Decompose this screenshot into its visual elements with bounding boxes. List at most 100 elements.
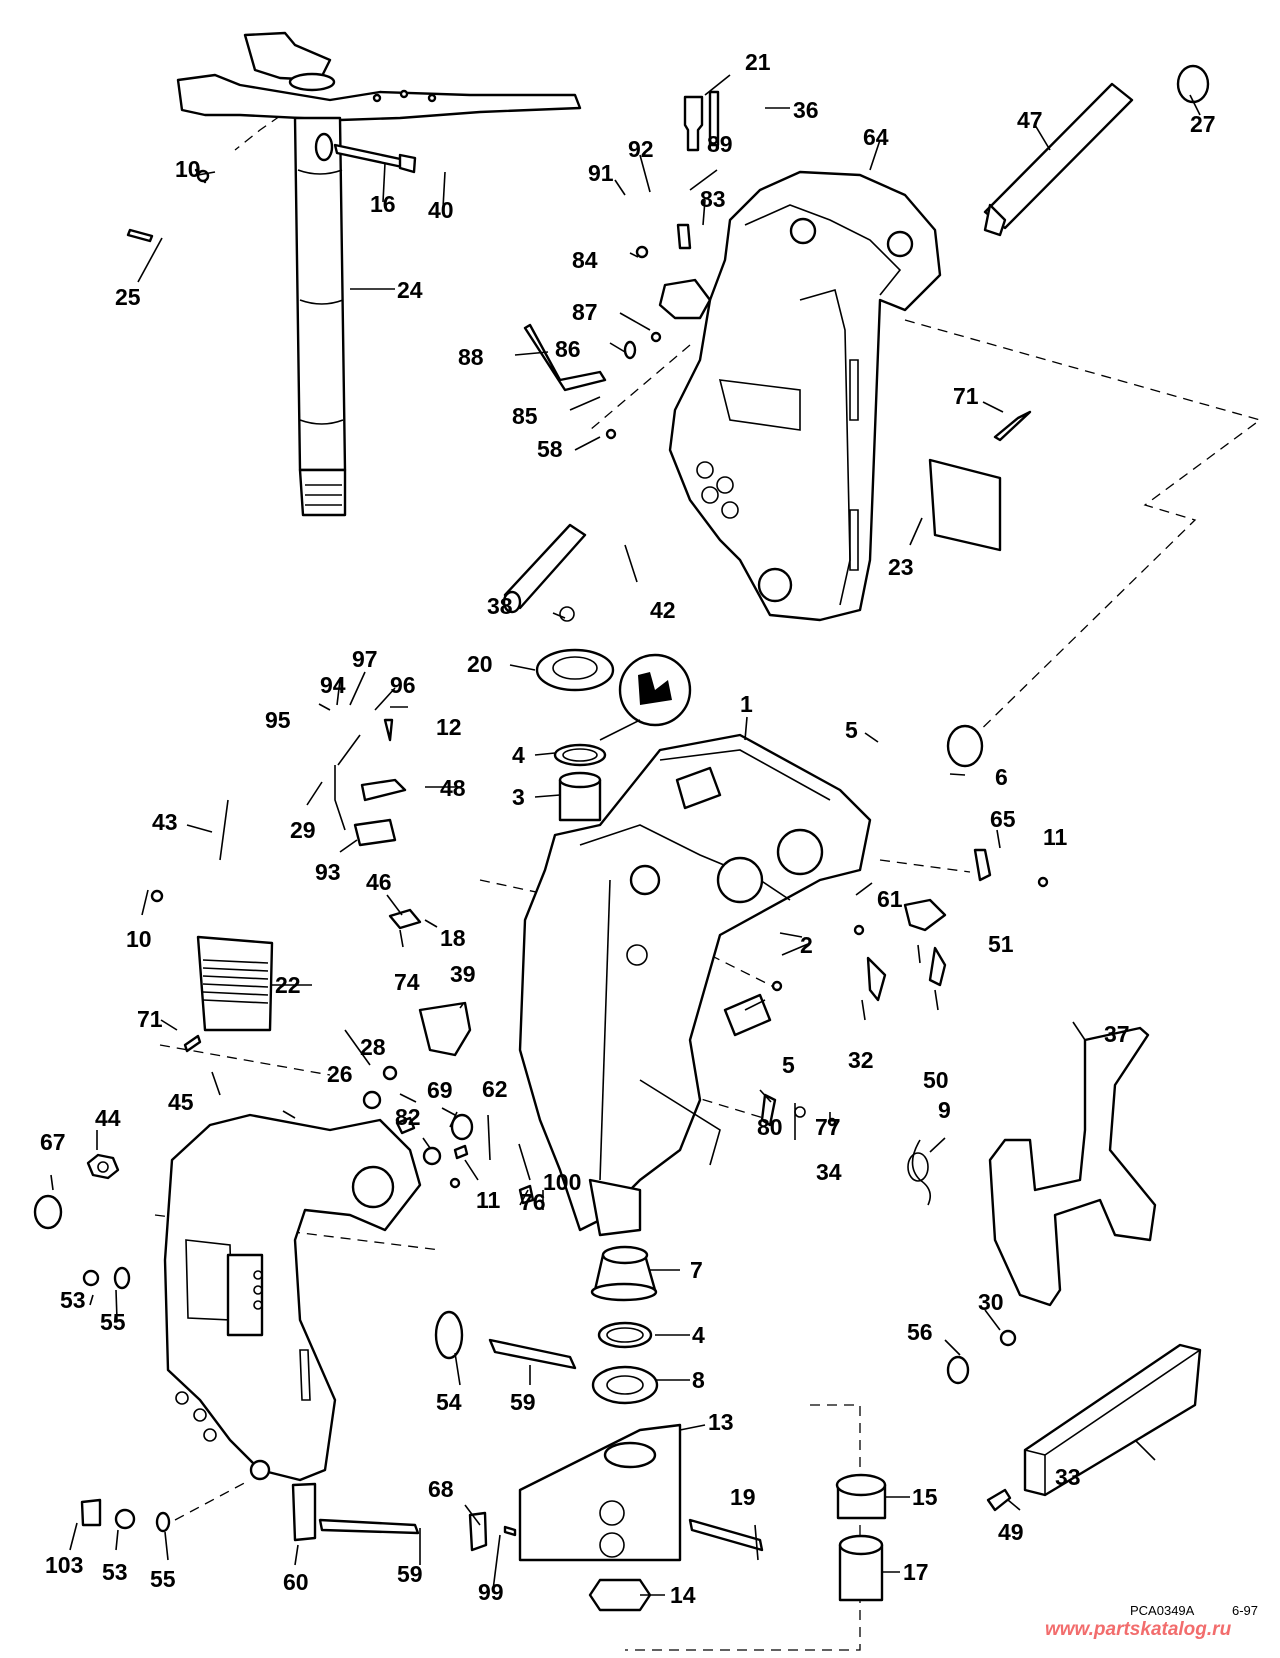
callout-89: 89 bbox=[707, 131, 733, 157]
rubber-mounts bbox=[835, 1473, 887, 1602]
callout-labels: 21 36 64 47 27 92 89 91 83 84 87 86 88 8… bbox=[40, 49, 1216, 1608]
callout-53-top: 53 bbox=[60, 1287, 86, 1313]
callout-4-lower: 4 bbox=[692, 1322, 705, 1348]
callout-37: 37 bbox=[1104, 1021, 1130, 1047]
watermark-link[interactable]: www.partskatalog.ru bbox=[1045, 1619, 1232, 1640]
callout-74: 74 bbox=[394, 969, 420, 995]
callout-25: 25 bbox=[115, 284, 141, 310]
callout-10-top: 10 bbox=[175, 156, 201, 182]
callout-30: 30 bbox=[978, 1289, 1004, 1315]
callout-87: 87 bbox=[572, 299, 598, 325]
callout-67: 67 bbox=[40, 1129, 66, 1155]
anode-group bbox=[986, 1343, 1202, 1512]
callout-43: 43 bbox=[152, 809, 178, 835]
callout-103: 103 bbox=[45, 1552, 83, 1578]
callout-64: 64 bbox=[863, 124, 889, 150]
callout-84: 84 bbox=[572, 247, 598, 273]
callout-53-lower: 53 bbox=[102, 1559, 128, 1585]
callout-40: 40 bbox=[428, 197, 454, 223]
trim-sender-group bbox=[523, 223, 712, 440]
callout-8: 8 bbox=[692, 1367, 705, 1393]
callout-55-top: 55 bbox=[100, 1309, 126, 1335]
callout-6: 6 bbox=[995, 764, 1008, 790]
swivel-hardware-right bbox=[675, 724, 1049, 1127]
callout-47: 47 bbox=[1017, 107, 1043, 133]
callout-5-top: 5 bbox=[845, 717, 858, 743]
callout-33: 33 bbox=[1055, 1464, 1081, 1490]
callout-77: 77 bbox=[815, 1114, 841, 1140]
callout-88: 88 bbox=[458, 344, 484, 370]
callout-48: 48 bbox=[440, 775, 466, 801]
callout-83: 83 bbox=[700, 186, 726, 212]
callout-1: 1 bbox=[740, 691, 753, 717]
callout-24: 24 bbox=[397, 277, 423, 303]
upper-left-hardware bbox=[126, 132, 417, 243]
callout-2: 2 bbox=[800, 932, 813, 958]
callout-11-right: 11 bbox=[1043, 824, 1068, 850]
stern-bracket-right bbox=[668, 170, 942, 622]
callout-32: 32 bbox=[848, 1047, 874, 1073]
leader-lines bbox=[50, 74, 1201, 1596]
callout-69: 69 bbox=[427, 1077, 453, 1103]
callout-13: 13 bbox=[708, 1409, 734, 1435]
callout-80: 80 bbox=[757, 1114, 783, 1140]
callout-99: 99 bbox=[478, 1579, 504, 1605]
callout-97: 97 bbox=[352, 646, 378, 672]
upper-bushings bbox=[535, 648, 692, 822]
callout-17: 17 bbox=[903, 1559, 929, 1585]
callout-18: 18 bbox=[440, 925, 466, 951]
callout-92: 92 bbox=[628, 136, 654, 162]
callout-9: 9 bbox=[938, 1097, 951, 1123]
callout-55-lower: 55 bbox=[150, 1566, 176, 1592]
footer: PCA0349A 6-97 www.partskatalog.ru bbox=[1045, 1603, 1258, 1640]
date-code: 6-97 bbox=[1232, 1603, 1258, 1618]
callout-21: 21 bbox=[745, 49, 771, 75]
callout-65: 65 bbox=[990, 806, 1016, 832]
callout-28: 28 bbox=[360, 1034, 386, 1060]
callout-12: 12 bbox=[436, 714, 462, 740]
callout-96: 96 bbox=[390, 672, 416, 698]
callout-68: 68 bbox=[428, 1476, 454, 1502]
callout-11-lower: 11 bbox=[476, 1187, 501, 1213]
steering-shaft-assembly bbox=[176, 31, 582, 517]
callout-91: 91 bbox=[588, 160, 614, 186]
callout-59-top: 59 bbox=[510, 1389, 536, 1415]
cover-and-lever bbox=[183, 908, 472, 1057]
callout-100: 100 bbox=[543, 1169, 581, 1195]
callout-19: 19 bbox=[730, 1484, 756, 1510]
callout-59-lower: 59 bbox=[397, 1561, 423, 1587]
callout-34: 34 bbox=[816, 1159, 842, 1185]
callout-49: 49 bbox=[998, 1519, 1024, 1545]
lower-center-hardware bbox=[291, 1310, 577, 1552]
callout-39: 39 bbox=[450, 961, 476, 987]
lower-mount-group bbox=[518, 1245, 764, 1612]
callout-58: 58 bbox=[537, 436, 563, 462]
callout-61: 61 bbox=[877, 886, 903, 912]
callout-71-top: 71 bbox=[953, 383, 979, 409]
callout-50: 50 bbox=[923, 1067, 949, 1093]
callout-5-lower: 5 bbox=[782, 1052, 795, 1078]
callout-23: 23 bbox=[888, 554, 914, 580]
callout-95: 95 bbox=[265, 707, 291, 733]
callout-44: 44 bbox=[95, 1105, 121, 1131]
callout-14: 14 bbox=[670, 1582, 696, 1608]
callout-22: 22 bbox=[275, 972, 301, 998]
callout-82: 82 bbox=[395, 1104, 421, 1130]
callout-76: 76 bbox=[520, 1189, 546, 1215]
callout-45: 45 bbox=[168, 1089, 194, 1115]
tilt-tube-group bbox=[683, 64, 1210, 237]
callout-56: 56 bbox=[907, 1319, 933, 1345]
callout-62: 62 bbox=[482, 1076, 508, 1102]
callout-15: 15 bbox=[912, 1484, 938, 1510]
left-hardware bbox=[33, 1065, 535, 1533]
callout-86: 86 bbox=[555, 336, 581, 362]
callout-54: 54 bbox=[436, 1389, 462, 1415]
swivel-bracket bbox=[518, 733, 872, 1237]
callout-10-left: 10 bbox=[126, 926, 152, 952]
callout-29: 29 bbox=[290, 817, 316, 843]
callout-27: 27 bbox=[1190, 111, 1216, 137]
callout-36: 36 bbox=[793, 97, 819, 123]
tilt-lock-group bbox=[907, 1026, 1157, 1385]
callout-7: 7 bbox=[690, 1257, 703, 1283]
